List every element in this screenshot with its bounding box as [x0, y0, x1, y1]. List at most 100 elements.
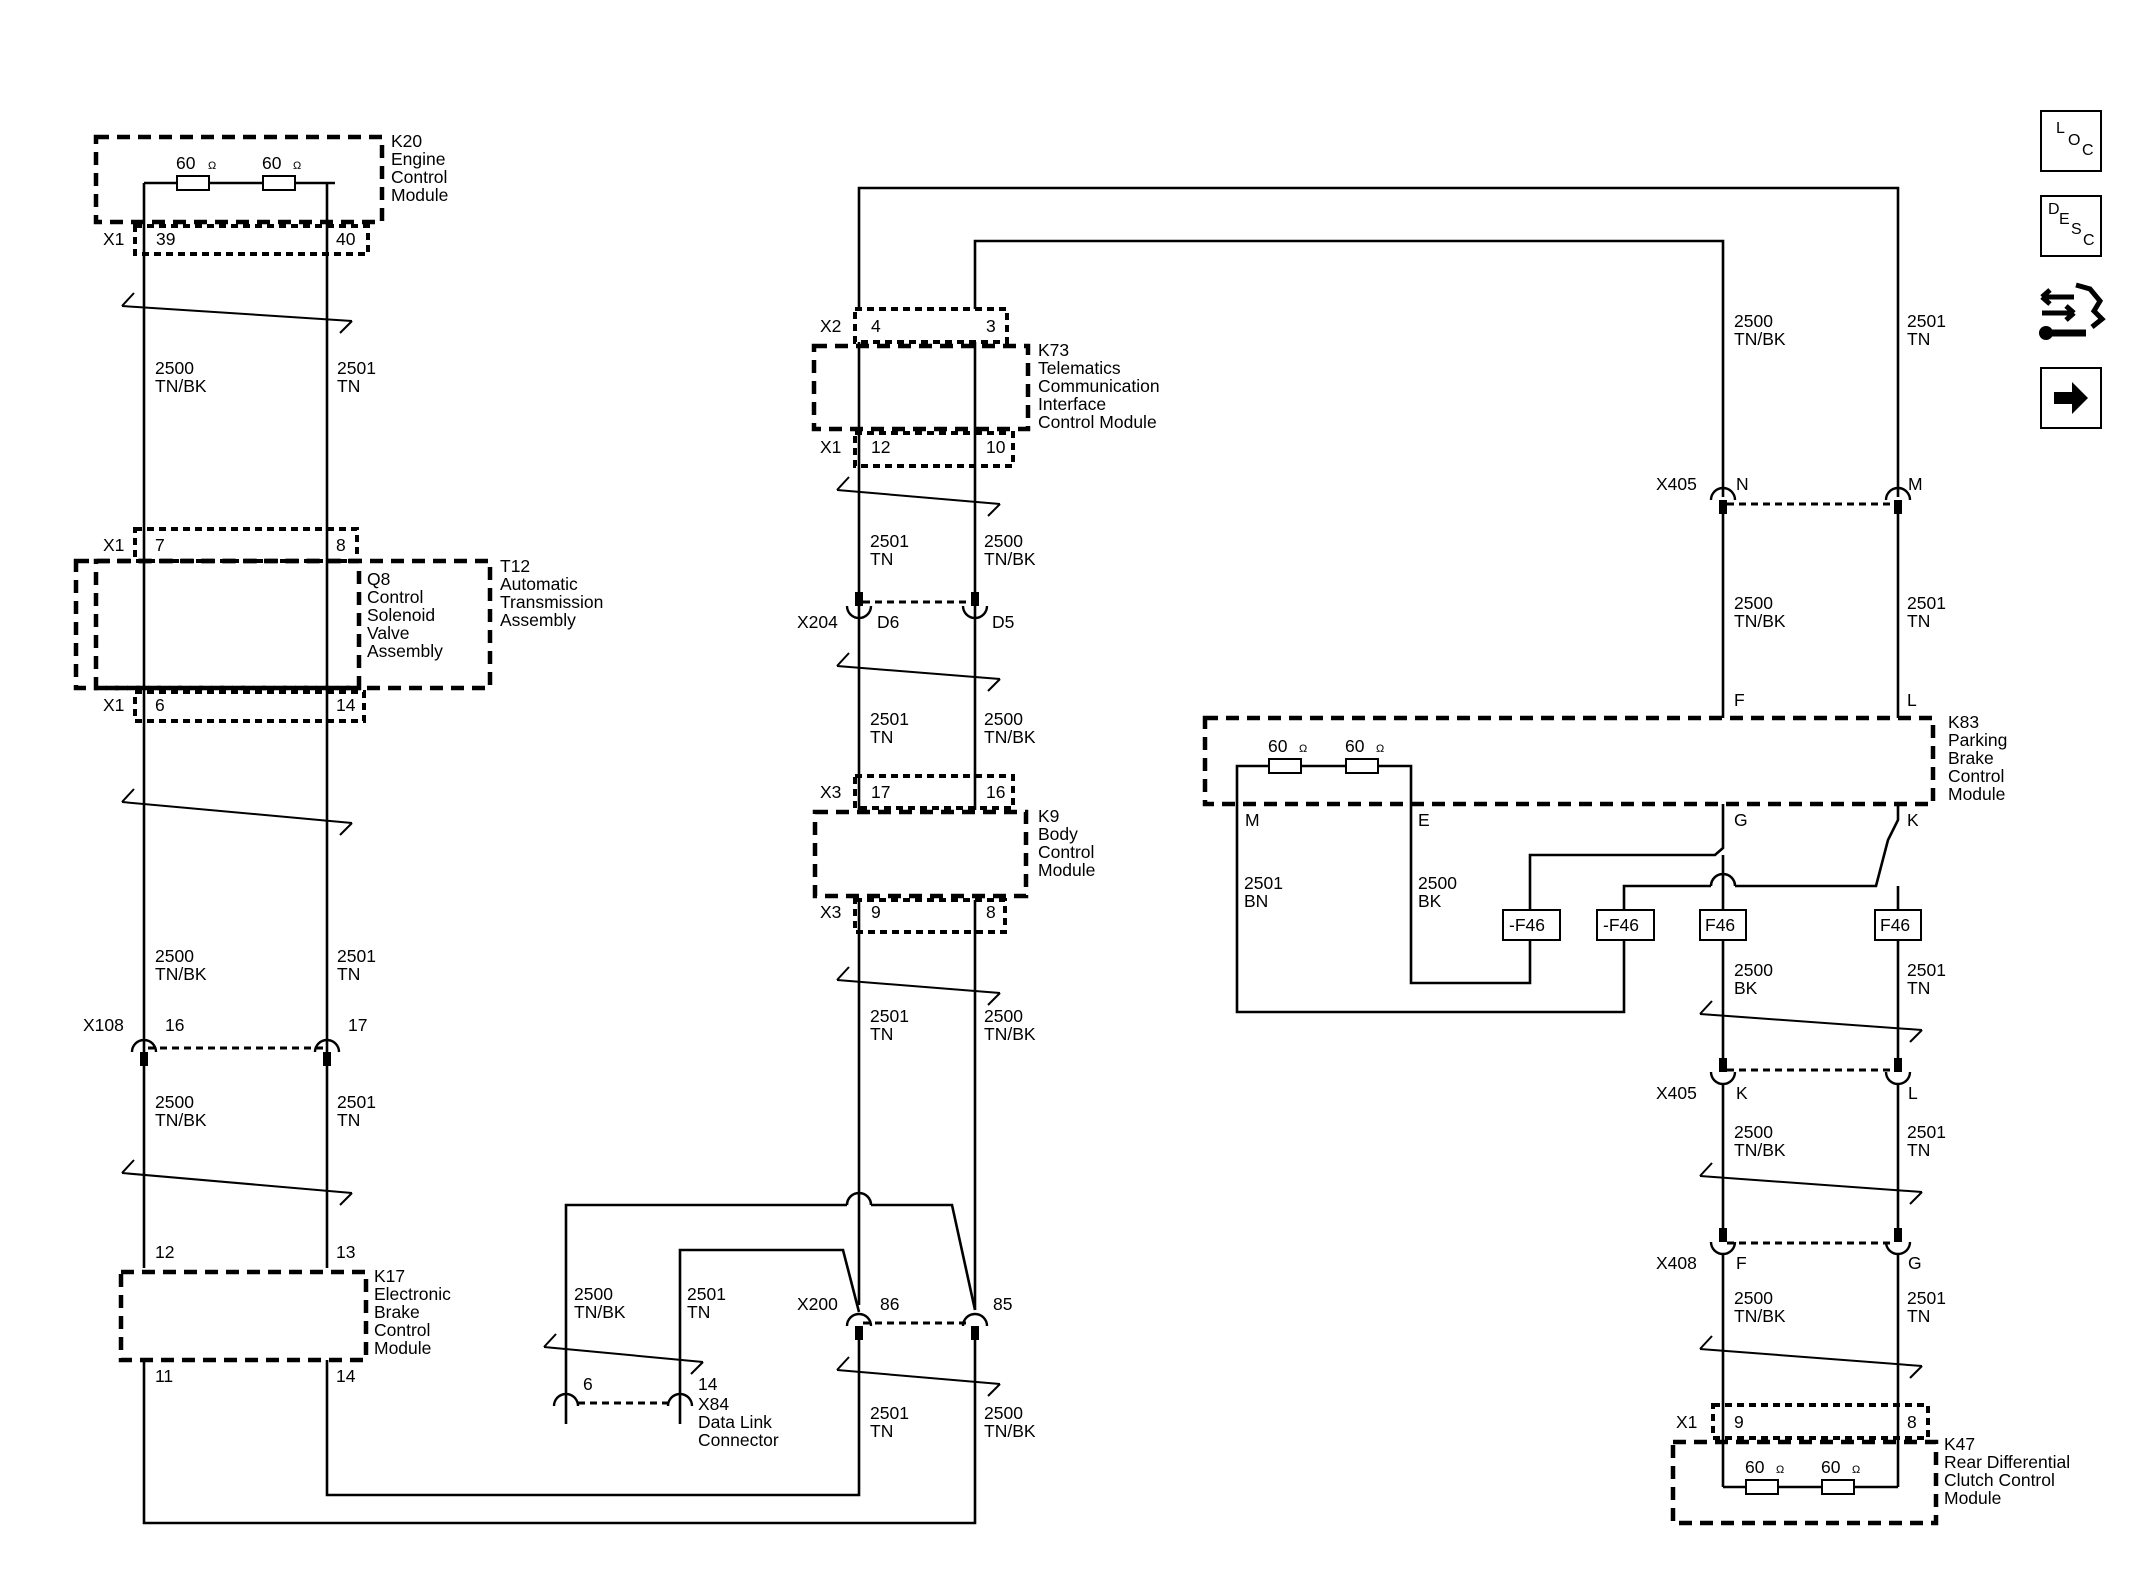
wires-right-lower: 2500 BK 2501 TN	[1699, 940, 1946, 1068]
circuit-number: 2500	[1734, 593, 1773, 613]
pin-label: 14	[698, 1374, 718, 1394]
connector-x204[interactable]: X204 D6 D5	[797, 592, 1014, 632]
forward-arrow-button[interactable]	[2040, 367, 2102, 429]
circuit-color: TN	[1907, 978, 1930, 998]
circuit-color: TN/BK	[155, 1110, 207, 1130]
wires-right-x408-k47: 2500 TN/BK 2501 TN	[1699, 1254, 1946, 1487]
pin-label: 9	[871, 902, 881, 922]
pin-label: 13	[336, 1242, 355, 1262]
pin-label: K	[1907, 810, 1919, 830]
circuit-color: TN	[337, 964, 360, 984]
resistor-k47-1	[1745, 1479, 1779, 1495]
fuse-label: F46	[1880, 915, 1910, 935]
module-k47[interactable]: X1 9 8 60 Ω 60 Ω K47 Rear Differential C…	[1670, 1403, 2070, 1526]
circuit-color: TN/BK	[155, 964, 207, 984]
circuit-number: 2500	[155, 1092, 194, 1112]
circuit-number: 2501	[1907, 593, 1946, 613]
connector-label: X3	[820, 902, 841, 922]
pin-label: 7	[155, 535, 165, 555]
pin-label: 6	[583, 1374, 593, 1394]
circuit-number: 2500	[574, 1284, 613, 1304]
pin-label: 10	[986, 437, 1006, 457]
circuit-color: TN	[1907, 1306, 1930, 1326]
circuit-number: 2501	[337, 358, 376, 378]
fuse-neg-f46-1[interactable]: -F46	[1502, 909, 1561, 941]
pin-label: 4	[871, 316, 881, 336]
connector-label: X108	[83, 1015, 124, 1035]
module-name: Module	[1038, 860, 1095, 880]
circuit-number: 2500	[1734, 960, 1773, 980]
module-k73[interactable]: X2 4 3 X1 12 10 K73 Telematics Communica…	[811, 307, 1160, 468]
module-name: Control	[1038, 842, 1094, 862]
circuit-color: TN/BK	[574, 1302, 626, 1322]
pin-label: 16	[165, 1015, 184, 1035]
connector-x405-bottom[interactable]: X405 K L	[1656, 1058, 1918, 1103]
module-name: Parking	[1948, 730, 2007, 750]
module-name: Control Module	[1038, 412, 1157, 432]
module-name: Brake	[1948, 748, 1994, 768]
fuse-f46-1[interactable]: F46	[1699, 909, 1747, 941]
circuit-number: 2501	[870, 1403, 909, 1423]
resistor-unit: Ω	[208, 160, 216, 172]
resistor-k20-1	[176, 175, 210, 191]
connector-label: X200	[797, 1294, 838, 1314]
connector-label: X1	[103, 535, 124, 555]
loc-letter: O	[2068, 132, 2081, 149]
module-name: Assembly	[500, 610, 576, 630]
pin-label: F	[1734, 690, 1745, 710]
module-name: Automatic	[500, 574, 578, 594]
desc-letter: C	[2083, 232, 2095, 249]
circuit-number: 2501	[870, 709, 909, 729]
connector-label: X1	[103, 229, 124, 249]
circuit-color: TN/BK	[155, 376, 207, 396]
connector-label: X408	[1656, 1253, 1697, 1273]
desc-letter: S	[2071, 221, 2082, 238]
connector-x84[interactable]: 2500 TN/BK 2501 TN 6 14 X84 Data Link Co…	[543, 1284, 779, 1450]
circuit-color: TN/BK	[984, 727, 1036, 747]
wires-middle-x204-k9: 2501 TN 2500 TN/BK	[836, 652, 1036, 747]
desc-letter: E	[2059, 211, 2070, 228]
wires-top-bus: 2500 TN/BK 2501 TN	[857, 186, 1946, 497]
pin-label: E	[1418, 810, 1430, 830]
resistor-k83-2	[1345, 758, 1379, 774]
pin-label: 12	[155, 1242, 174, 1262]
module-k17[interactable]: 12 13 11 14 K17 Electronic Brake Control…	[118, 1242, 451, 1386]
pin-label: 17	[348, 1015, 367, 1035]
pin-label: G	[1908, 1253, 1922, 1273]
pin-label: D5	[992, 612, 1014, 632]
pin-label: 40	[336, 229, 356, 249]
module-k20[interactable]: 60 Ω 60 Ω X1 39 40 K20 Engine Control Mo…	[93, 131, 448, 256]
circuit-number: 2501	[687, 1284, 726, 1304]
wires-middle-k9-x200: 2501 TN 2500 TN/BK	[564, 966, 1036, 1424]
circuit-color: TN	[870, 549, 893, 569]
module-k83[interactable]: F L 60 Ω 60 Ω M E G K K83 Parking Brake …	[1202, 690, 2007, 830]
module-name: Clutch Control	[1944, 1470, 2055, 1490]
module-t12[interactable]: X1 7 8 Q8 Control Solenoid Valve Assembl…	[73, 527, 603, 723]
fuse-f46-2[interactable]: F46	[1874, 909, 1922, 941]
resistor-value: 60	[1745, 1457, 1765, 1477]
module-name: Rear Differential	[1944, 1452, 2070, 1472]
resistor-value: 60	[262, 153, 282, 173]
connector-x405-top[interactable]: X405 N M	[1656, 474, 1923, 514]
circuit-color: TN/BK	[1734, 1140, 1786, 1160]
loc-button[interactable]: L O C	[2040, 110, 2102, 172]
module-id: T12	[500, 556, 530, 576]
resistor-unit: Ω	[1852, 1464, 1860, 1476]
pin-label: L	[1907, 690, 1917, 710]
pin-label: K	[1736, 1083, 1748, 1103]
circuit-color: TN/BK	[984, 1024, 1036, 1044]
connector-label: X3	[820, 782, 841, 802]
connector-x108[interactable]: X108 16 17	[83, 1015, 367, 1066]
circuit-number: 2501	[1907, 311, 1946, 331]
fuse-neg-f46-2[interactable]: -F46	[1596, 909, 1655, 941]
connector-x200[interactable]: X200 86 85	[797, 1294, 1012, 1340]
circuit-number: 2501	[870, 531, 909, 551]
harness-route-icon[interactable]	[2034, 275, 2108, 347]
module-k9[interactable]: X3 17 16 X3 9 8 K9 Body Control Module	[812, 774, 1095, 934]
connector-x408[interactable]: X408 F G	[1656, 1228, 1922, 1273]
resistor-k47-2	[1821, 1479, 1855, 1495]
module-id: K20	[391, 131, 422, 151]
desc-button[interactable]: D E S C	[2040, 195, 2102, 257]
resistor-value: 60	[1345, 736, 1365, 756]
resistor-k83-1	[1268, 758, 1302, 774]
